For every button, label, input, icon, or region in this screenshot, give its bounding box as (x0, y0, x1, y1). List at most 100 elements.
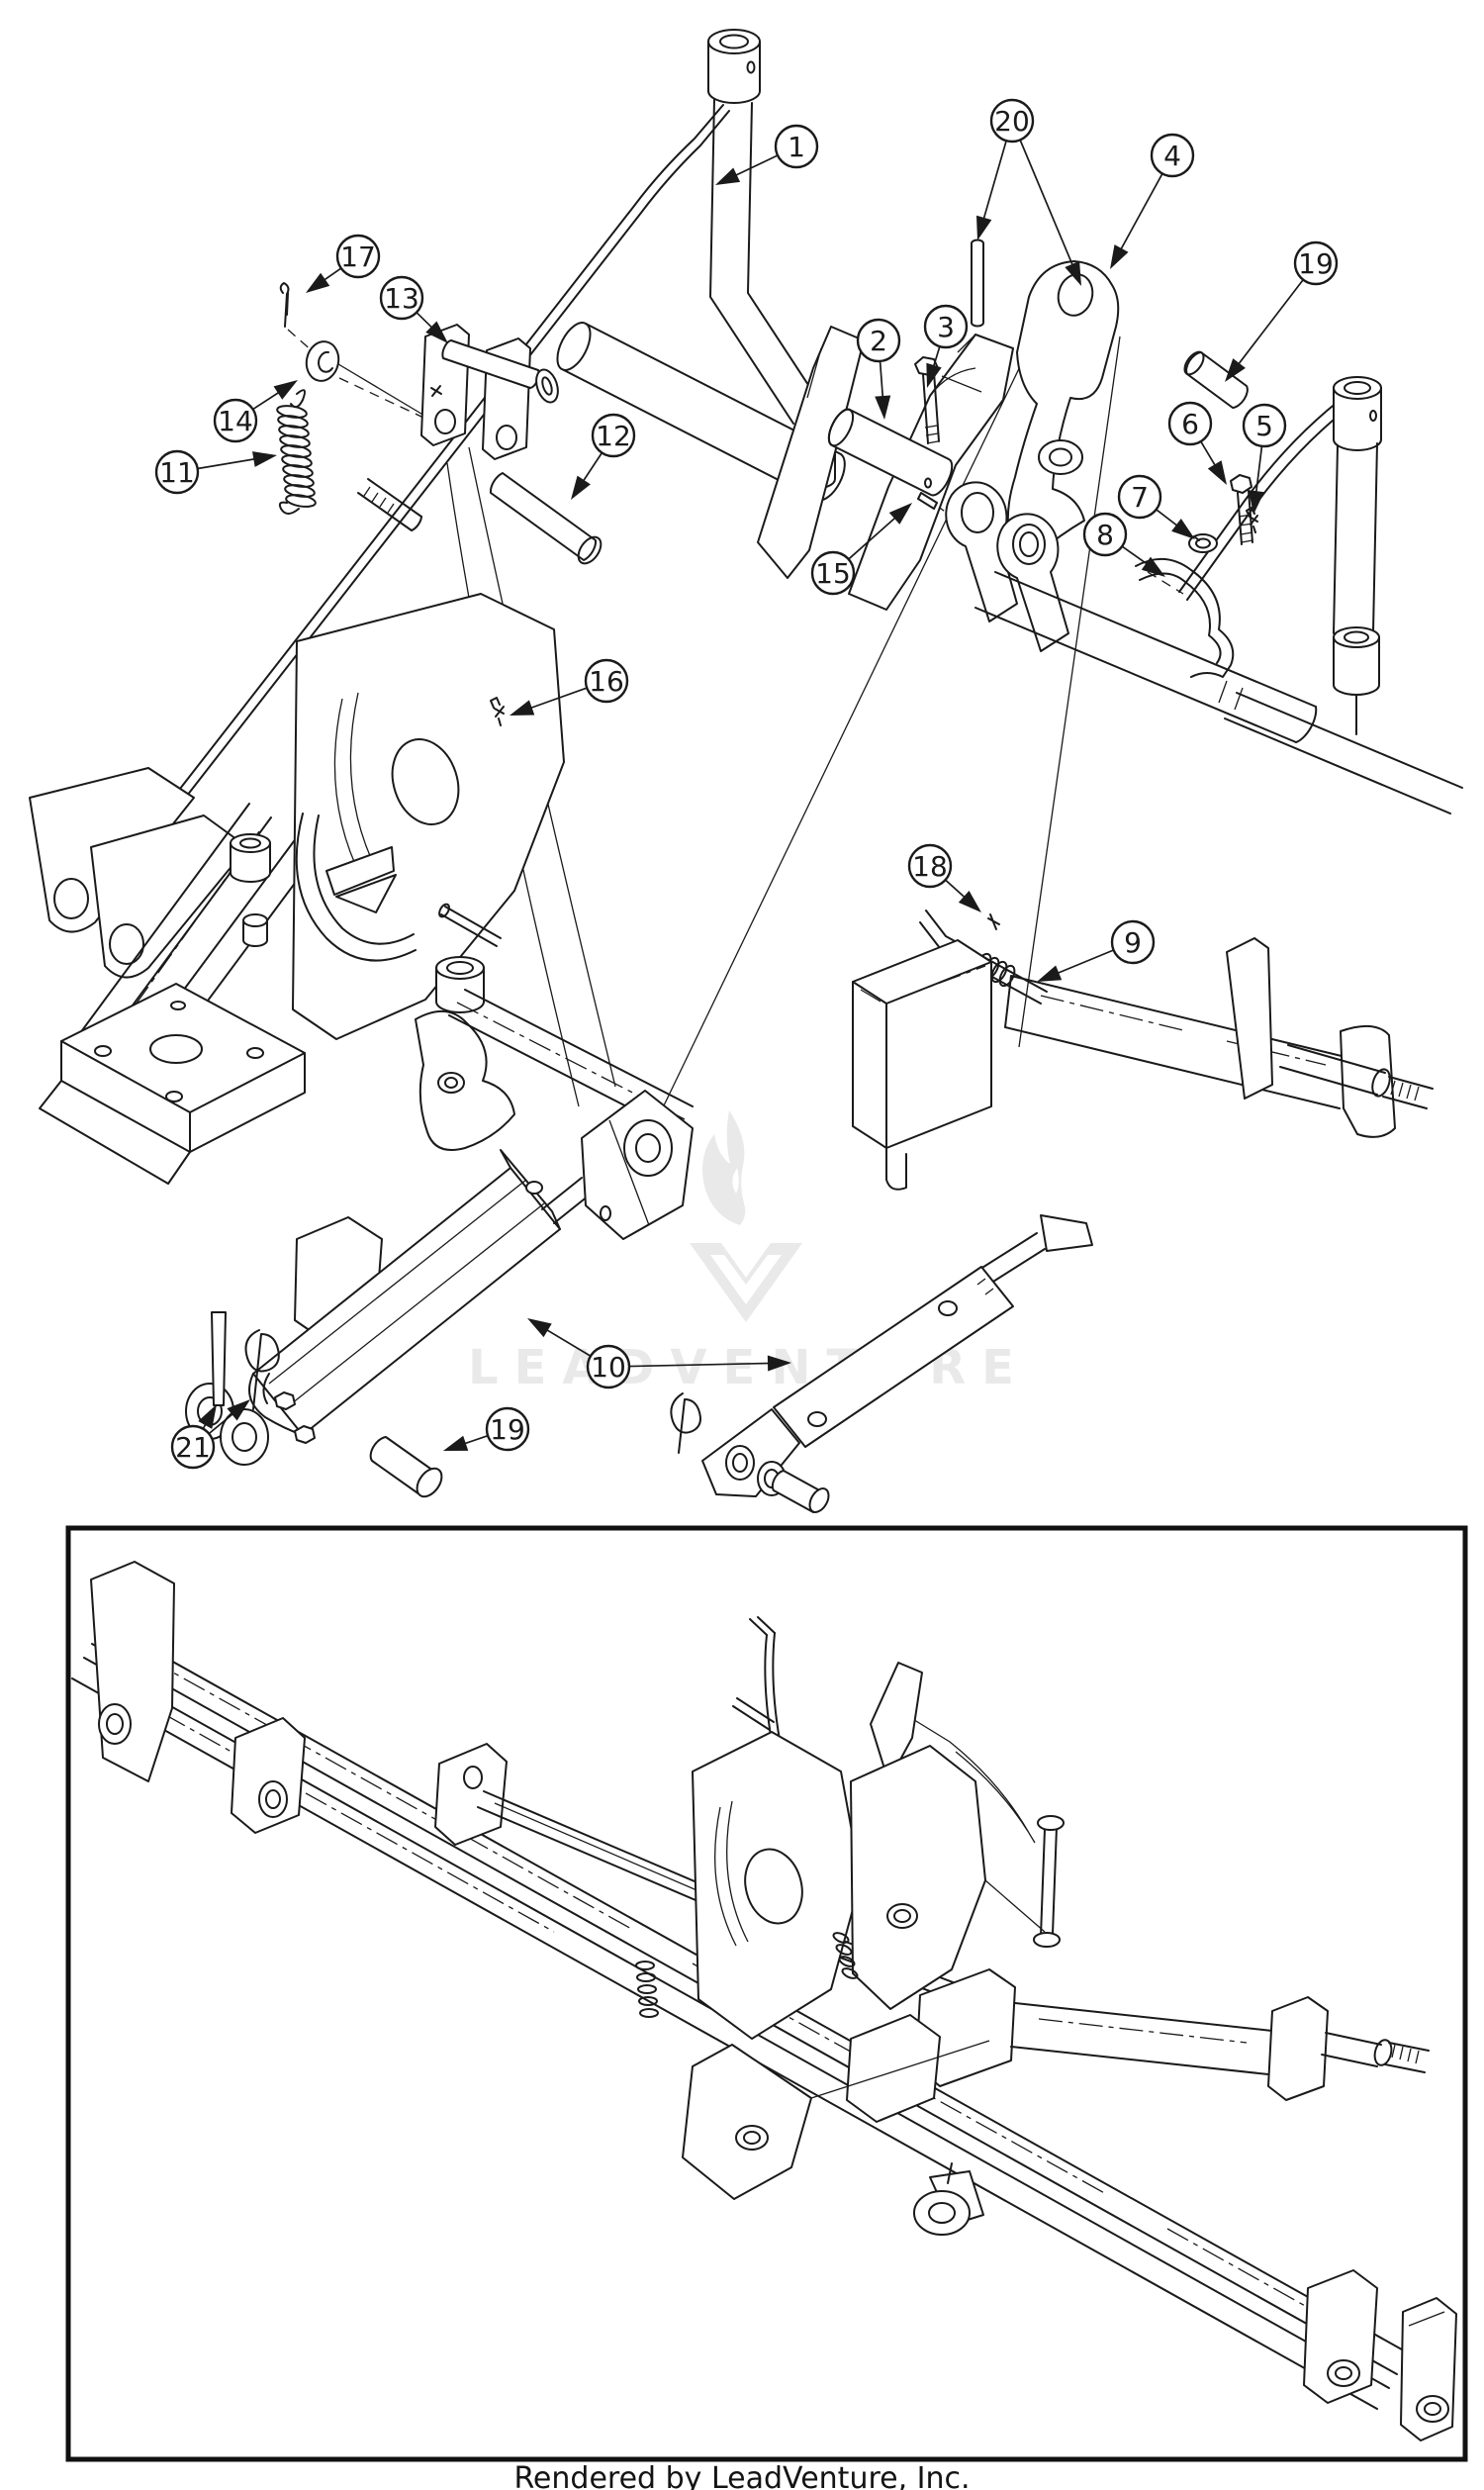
part-pin-20 (971, 239, 984, 328)
leader-arrowhead-icon (1171, 519, 1195, 539)
leader-line (980, 140, 1007, 226)
callout-number: 12 (596, 420, 631, 452)
part-threaded-stud (357, 478, 422, 531)
central-frame-cluster (635, 1616, 1065, 2236)
leader-arrowhead-icon (958, 890, 981, 912)
callout-number: 19 (490, 1413, 525, 1446)
leader-arrowhead-icon (975, 215, 992, 240)
callout-number: 8 (1096, 519, 1114, 551)
callout-balloon (774, 124, 819, 169)
callout-9: 9 (1037, 919, 1156, 982)
leader-line (729, 154, 779, 179)
leader-arrowhead-icon (510, 700, 535, 716)
leader-arrowhead-icon (875, 395, 891, 420)
callout-12: 12 (571, 413, 636, 500)
callout-20: 20 (975, 98, 1081, 286)
part-bent-rod-arm-right (1178, 376, 1463, 814)
callout-balloon (584, 658, 629, 704)
callout-balloon (154, 449, 200, 495)
callout-number: 7 (1131, 481, 1149, 514)
part-hydraulic-cylinder-10 (185, 1090, 694, 1466)
beam-end-brackets (1303, 2269, 1457, 2442)
part-spring-11 (276, 389, 317, 515)
leader-arrowhead-icon (1248, 490, 1264, 515)
leader-arrowhead-icon (273, 380, 298, 400)
part-pin-12 (489, 472, 603, 565)
part-grease-fitting-16 (490, 697, 505, 726)
callout-balloon (1117, 474, 1162, 520)
callout-15: 15 (810, 503, 912, 596)
callout-3: 3 (923, 304, 969, 388)
flame-icon (702, 1110, 746, 1225)
part-washer-14 (305, 340, 340, 382)
callout-number: 6 (1181, 408, 1199, 440)
part-washer-7 (1188, 533, 1218, 553)
callout-13: 13 (379, 275, 448, 343)
leader-arrowhead-icon (306, 272, 330, 293)
callout-balloon (1082, 512, 1128, 557)
callout-number: 1 (788, 131, 805, 163)
callout-number: 17 (340, 240, 376, 273)
callout-number: 10 (591, 1351, 626, 1384)
callout-8: 8 (1082, 512, 1165, 577)
part-latch-strap-8 (1135, 558, 1235, 678)
part-clevis-13 (420, 324, 559, 460)
callout-number: 20 (994, 105, 1030, 138)
callout-balloon (1293, 240, 1339, 286)
callout-balloon (1110, 919, 1156, 965)
leader-line (1116, 173, 1163, 256)
part-clevis-pin-2 (827, 408, 954, 497)
leader-arrowhead-icon (888, 503, 912, 525)
frame-weldment (29, 593, 694, 1185)
callout-number: 21 (175, 1431, 211, 1464)
callout-11: 11 (154, 449, 277, 495)
callout-21: 21 (170, 1399, 250, 1470)
leader-arrowhead-icon (1065, 260, 1081, 286)
callout-balloon (170, 1424, 216, 1470)
callout-16: 16 (510, 658, 629, 716)
callout-balloon (856, 318, 901, 363)
callout-balloon (923, 304, 969, 349)
callout-number: 4 (1163, 140, 1181, 172)
callout-balloon (335, 234, 381, 279)
part-pin-21 (211, 1311, 227, 1406)
callout-number: 3 (937, 311, 955, 343)
callout-number: 5 (1255, 410, 1273, 442)
callout-number: 13 (384, 282, 419, 315)
callout-balloon (586, 1344, 631, 1389)
leader-arrowhead-icon (926, 362, 942, 388)
callout-balloon (1150, 133, 1195, 178)
leader-arrowhead-icon (571, 475, 591, 500)
leader-line (523, 687, 588, 712)
part-clevis-pin-19b (369, 1436, 443, 1498)
leader-arrowhead-icon (1110, 244, 1129, 269)
leader-line (1051, 949, 1114, 977)
callout-17: 17 (306, 234, 381, 293)
part-lift-link (670, 1214, 1093, 1513)
part-pivot-tube-right (974, 571, 1318, 743)
part-grease-fitting-5 (1246, 507, 1258, 533)
part-rockshaft-beam (1004, 937, 1434, 1138)
leader-arrowhead-icon (198, 1404, 217, 1429)
callout-18: 18 (907, 843, 981, 912)
leader-line (628, 1362, 777, 1368)
part-cotter-pin-17 (279, 282, 290, 328)
leader-arrowhead-icon (425, 321, 448, 343)
part-latch-box (852, 939, 992, 1191)
callout-14: 14 (213, 380, 298, 443)
leader-arrowhead-icon (527, 1318, 552, 1338)
callout-number: 16 (589, 665, 624, 698)
callout-number: 9 (1124, 926, 1142, 959)
leader-arrowhead-icon (443, 1435, 469, 1451)
callout-6: 6 (1167, 401, 1227, 485)
callout-2: 2 (856, 318, 901, 420)
callout-number: 19 (1298, 247, 1334, 280)
part-clevis-pin-19a (1183, 350, 1249, 409)
callout-4: 4 (1110, 133, 1195, 269)
callout-1: 1 (715, 124, 819, 185)
callout-number: 18 (912, 850, 948, 883)
callout-balloon (591, 413, 636, 458)
leader-arrowhead-icon (1037, 965, 1063, 982)
